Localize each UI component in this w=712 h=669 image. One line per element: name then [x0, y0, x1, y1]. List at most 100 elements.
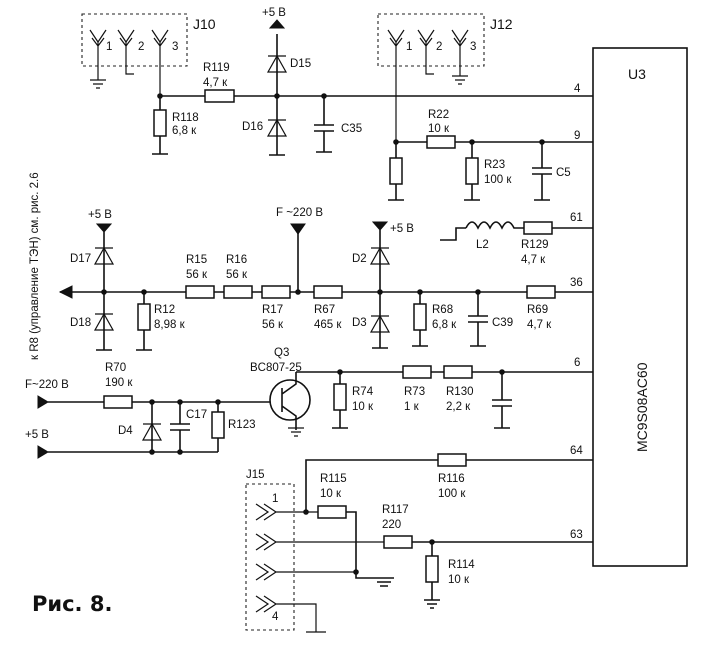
- r16-ref: R16: [226, 254, 247, 266]
- r114-value: 10 к: [448, 574, 470, 586]
- j12-pin3-label: 3: [470, 41, 476, 53]
- r129-value: 4,7 к: [521, 254, 546, 266]
- r119-body: [204, 89, 235, 103]
- left-output-arrow: [58, 285, 73, 299]
- r23-value: 100 к: [484, 174, 512, 186]
- r117-ref: R117: [382, 504, 409, 516]
- j10-pin1-symbol: [89, 29, 107, 89]
- j15-pin4-symbol: [255, 595, 326, 633]
- net-pin36: к R8 (управление ТЭН) см. рис. 2.6 +5 В …: [29, 172, 593, 360]
- j15-pin1-symbol: [255, 503, 318, 521]
- r123-ref: R123: [228, 419, 256, 431]
- r23-ref: R23: [484, 159, 505, 171]
- j10-frame: [81, 13, 188, 67]
- d2-symbol: [369, 246, 391, 265]
- r118-ref: R118: [172, 112, 199, 124]
- ic-u3-part: MC9S08AC60: [634, 362, 650, 452]
- j15-pin1-label: 1: [272, 493, 278, 505]
- net-pin4: R119 4,7 к R118 6,8 к +5 В D15 D16 C35: [152, 7, 593, 156]
- r129-body: [523, 221, 553, 235]
- r116-ref: R116: [438, 473, 465, 485]
- d17-symbol: [93, 246, 115, 265]
- j10-pin3-symbol: [151, 29, 169, 96]
- r74-ref: R74: [352, 386, 374, 398]
- j12-pin1-symbol: [387, 29, 405, 142]
- r68-body: [413, 303, 427, 331]
- r70-ref: R70: [105, 362, 126, 374]
- d4-symbol: [141, 422, 163, 441]
- d18-symbol: [93, 312, 115, 331]
- r130-ref: R130: [446, 386, 474, 398]
- r129-ref: R129: [521, 239, 549, 251]
- r17-ref: R17: [262, 304, 283, 316]
- j12-ref: J12: [490, 16, 513, 32]
- ic-pin-36: 36: [570, 277, 583, 289]
- d15-ref: D15: [290, 58, 311, 70]
- l2-symbol: [465, 221, 518, 230]
- r22-ref: R22: [428, 109, 449, 121]
- d3-ref: D3: [352, 317, 367, 329]
- c35-ref: C35: [341, 123, 362, 135]
- net-pin64-63: R116 100 к R115 10 к R117 220 R114 10 к: [303, 453, 593, 609]
- r15-body: [185, 285, 215, 299]
- c17-ref: C17: [186, 409, 207, 421]
- f220-top-arrow: [290, 223, 306, 235]
- connector-j15: J15 1 4: [245, 469, 384, 633]
- f220-left-label: F~220 В: [25, 379, 69, 391]
- r118-body: [153, 109, 167, 137]
- r69-body: [526, 285, 556, 299]
- ground-symbols: [136, 199, 510, 429]
- r70-body: [103, 395, 133, 409]
- r68-ref: R68: [432, 304, 453, 316]
- r115-body: [317, 505, 347, 519]
- r23-body: [465, 157, 479, 185]
- j12-pin2-label: 2: [436, 41, 442, 53]
- r115-value: 10 к: [320, 488, 342, 500]
- d15-symbol: [266, 54, 288, 73]
- j15-pin2-symbol: [255, 533, 384, 551]
- r74-value: 10 к: [352, 401, 374, 413]
- ic-u3-body: [592, 47, 688, 567]
- f220-left-arrow: [37, 395, 49, 409]
- net-pin6: Q3 BC807-25 R74 10 к R73 1 к R130 2,2 к: [250, 347, 593, 437]
- connector-j10: J10 1 2 3: [81, 13, 216, 96]
- r22-body: [426, 135, 456, 149]
- d16-symbol: [266, 118, 288, 137]
- c39-symbol: [468, 292, 488, 346]
- j15-pin4-label: 4: [272, 611, 279, 623]
- ic-u3-ref: U3: [628, 66, 646, 82]
- r116-value: 100 к: [438, 488, 466, 500]
- c17-symbol: [170, 402, 190, 452]
- ic-pin-4: 4: [574, 83, 581, 95]
- r67-ref: R67: [314, 304, 335, 316]
- r67-body: [313, 285, 343, 299]
- r15-ref: R15: [186, 254, 207, 266]
- j12-frame: [377, 13, 485, 67]
- r70-value: 190 к: [105, 377, 133, 389]
- ic-pin-63: 63: [570, 529, 583, 541]
- r115-ref: R115: [320, 473, 347, 485]
- c5-ref: C5: [556, 167, 571, 179]
- q3-ref: Q3: [274, 347, 289, 359]
- d4-ref: D4: [118, 425, 133, 437]
- net-pin61: L2 R129 4,7 к: [440, 221, 593, 266]
- r116-body: [437, 453, 467, 467]
- f220-top-label: F ~220 В: [276, 207, 323, 219]
- p5v-left-arrow: [37, 445, 49, 459]
- ic-pin-6: 6: [574, 357, 580, 369]
- ic-pin-64: 64: [570, 445, 583, 457]
- r16-value: 56 к: [226, 269, 248, 281]
- ic-u3: U3 MC9S08AC60 4 9 61 36 6 64 63: [570, 47, 688, 567]
- r119-value: 4,7 к: [203, 77, 228, 89]
- p5v-d2-label: +5 В: [390, 223, 414, 235]
- r22-value: 10 к: [428, 123, 450, 135]
- j10-pin3-label: 3: [172, 41, 178, 53]
- r68-value: 6,8 к: [432, 319, 457, 331]
- p5v-d17-label: +5 В: [88, 209, 112, 221]
- r119-ref: R119: [203, 62, 230, 74]
- d2-ref: D2: [352, 253, 367, 265]
- r17-value: 56 к: [262, 319, 284, 331]
- c5-symbol: [532, 142, 552, 201]
